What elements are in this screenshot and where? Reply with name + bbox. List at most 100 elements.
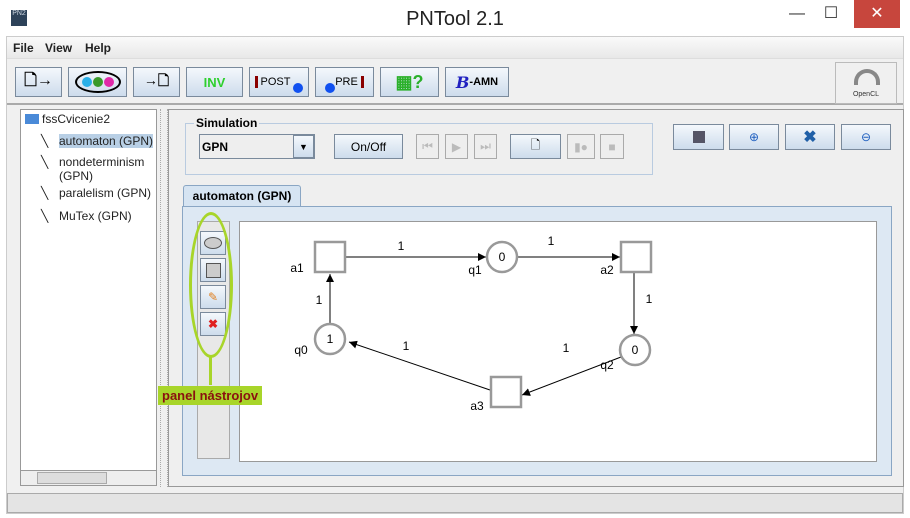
simulation-group: Simulation GPN ▼ On/Off ⏮ ▶ ⏭ 🗋 ▮● ■ (185, 116, 653, 175)
menu-file[interactable]: File (13, 41, 34, 55)
arc[interactable] (348, 340, 491, 391)
place-token-count: 0 (499, 250, 506, 264)
zoom-in-button[interactable]: ⊕ (729, 124, 779, 150)
arc-weight: 1 (398, 239, 405, 253)
blue-dot-icon (293, 83, 304, 93)
import-button[interactable]: →🗋 (133, 67, 180, 97)
export-icon: 🗋→ (24, 71, 53, 89)
delete-button[interactable]: ✖ (785, 124, 835, 150)
tree-item-automaton[interactable]: ╲ automaton (GPN) (41, 134, 154, 148)
transition-label: a2 (600, 263, 614, 277)
place-token-count: 0 (632, 343, 639, 357)
net-type-value: GPN (202, 140, 229, 154)
bamn-label: -AMN (469, 76, 499, 88)
folder-icon (25, 114, 39, 124)
net-icon: ╲ (41, 186, 49, 200)
scrollbar-thumb[interactable] (37, 472, 107, 484)
split-pane-divider[interactable] (160, 109, 168, 487)
cpn-logo-icon (74, 71, 121, 93)
place-label: q0 (294, 343, 308, 357)
close-button[interactable]: ✕ (854, 0, 900, 28)
on-off-button[interactable]: On/Off (334, 134, 403, 159)
query-button[interactable]: ▦? (380, 67, 439, 97)
pre-button[interactable]: PRE (315, 67, 374, 97)
transition-label: a3 (470, 399, 484, 413)
tree-item-label: MuTex (GPN) (59, 209, 132, 223)
menu-help[interactable]: Help (85, 41, 112, 55)
title-bar: PN2 PNTool 2.1 — ☐ ✕ (0, 0, 910, 36)
transition-label: a1 (290, 261, 304, 275)
app-frame: File View Help 🗋→ →🗋 INV POST PRE ▦? B-A… (6, 36, 904, 514)
tree-item-mutex[interactable]: ╲ MuTex (GPN) (41, 209, 132, 223)
blue-dot-icon (325, 83, 336, 93)
tree-horizontal-scrollbar[interactable] (20, 470, 157, 486)
tree-item-nondeterminism[interactable]: ╲ nondeterminism (GPN) (41, 155, 156, 183)
tab-panel: ✎ ✖ 0 0 1 a1 a2 a3 q1 (182, 206, 892, 476)
arc-weight: 1 (563, 341, 570, 355)
export-button[interactable]: 🗋→ (15, 67, 62, 97)
zoom-in-icon: ⊕ (748, 130, 760, 144)
minimize-button[interactable]: — (789, 5, 805, 22)
menu-bar: File View Help (7, 37, 903, 59)
place-label: q1 (468, 263, 482, 277)
tree-item-label: nondeterminism (GPN) (59, 155, 145, 183)
net-icon: ╲ (41, 155, 49, 169)
net-canvas[interactable]: 0 0 1 a1 a2 a3 q1 q2 q0 1 1 1 1 1 1 (239, 221, 877, 462)
tree-root[interactable]: fssCvicenie2 (25, 112, 110, 126)
invariants-icon: INV (203, 74, 226, 90)
invariants-button[interactable]: INV (186, 67, 243, 97)
menu-view[interactable]: View (45, 41, 73, 55)
tab-automaton[interactable]: automaton (GPN) (183, 185, 301, 207)
zoom-out-icon: ⊖ (860, 130, 872, 144)
step-forward-icon[interactable]: ▶ (445, 134, 468, 159)
opencl-label: OpenCL (852, 91, 880, 98)
app-icon: PN2 (11, 10, 27, 26)
tree-item-label: automaton (GPN) (59, 134, 154, 148)
transition-a2[interactable] (619, 240, 653, 274)
transition-a1[interactable] (313, 240, 347, 274)
pre-icon: PRE (335, 76, 364, 88)
tree-item-paralelism[interactable]: ╲ paralelism (GPN) (41, 186, 151, 200)
place-q2[interactable] (618, 333, 652, 367)
post-button[interactable]: POST (249, 67, 309, 97)
arc-weight: 1 (403, 339, 410, 353)
close-x-icon: ✖ (803, 129, 817, 146)
help-matrix-icon: ▦? (395, 71, 424, 92)
stop-icon[interactable]: ■ (600, 134, 624, 159)
opencl-button[interactable]: OpenCL (835, 62, 897, 104)
place-q1[interactable] (485, 240, 519, 274)
maximize-button[interactable]: ☐ (823, 5, 839, 22)
arc-weight: 1 (316, 293, 323, 307)
status-bar (7, 493, 903, 513)
net-type-select[interactable]: GPN ▼ (199, 134, 315, 159)
zoom-out-button[interactable]: ⊖ (841, 124, 891, 150)
gauge-icon (854, 69, 880, 85)
project-tree[interactable]: fssCvicenie2 ╲ automaton (GPN) ╲ nondeterm… (20, 109, 157, 486)
record-icon[interactable]: ▮● (567, 134, 595, 159)
transition-a3[interactable] (489, 375, 523, 409)
tool-panel-highlight (189, 212, 233, 358)
editor-panel: Simulation GPN▼ On/Off ⏮ ▶ ⏭ 🗋 ▮● ■ ⊕ ✖ … (168, 109, 904, 487)
annotation-line (209, 357, 212, 385)
post-icon: POST (254, 76, 290, 88)
cpn-button[interactable] (68, 67, 127, 97)
document-icon: 🗋 (530, 138, 541, 152)
arc-weight: 1 (646, 292, 653, 306)
save-button[interactable] (673, 124, 724, 150)
beta-icon: B (455, 72, 470, 92)
net-icon: ╲ (41, 209, 49, 223)
arc[interactable] (521, 356, 622, 396)
bamn-button[interactable]: B-AMN (445, 67, 509, 97)
document-button[interactable]: 🗋 (510, 134, 561, 159)
simulation-label: Simulation (194, 116, 260, 130)
step-back-icon[interactable]: ⏮ (416, 134, 439, 159)
import-icon: →🗋 (143, 72, 170, 88)
place-q0[interactable] (313, 322, 347, 356)
chevron-down-icon[interactable]: ▼ (293, 135, 314, 158)
save-icon (692, 131, 705, 143)
toolbar: 🗋→ →🗋 INV POST PRE ▦? B-AMN OpenCL (7, 60, 903, 105)
net-icon: ╲ (41, 134, 49, 148)
fast-forward-icon[interactable]: ⏭ (474, 134, 497, 159)
window-title: PNTool 2.1 (406, 8, 504, 30)
tree-item-label: paralelism (GPN) (59, 186, 152, 200)
